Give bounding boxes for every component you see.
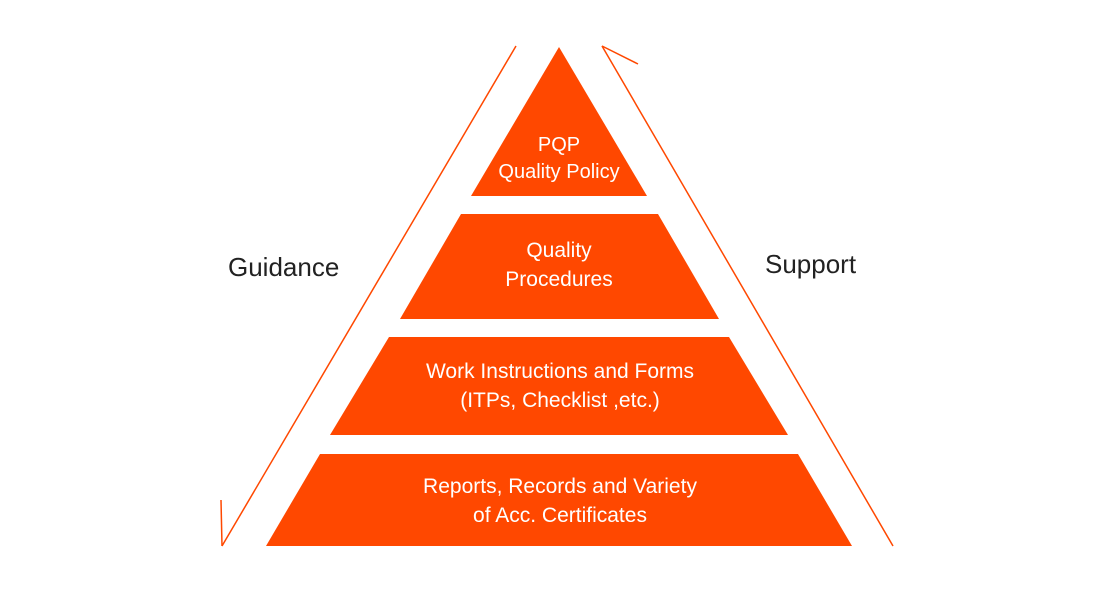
tier-4-shape xyxy=(266,454,852,546)
support-arrow xyxy=(601,45,894,547)
tier-2-line-1: Quality xyxy=(526,239,592,262)
tier-4-line-1: Reports, Records and Variety xyxy=(423,475,697,498)
support-label: Support xyxy=(765,249,857,279)
tier-2-text: Quality Procedures xyxy=(505,236,612,294)
guidance-arrow xyxy=(220,45,517,547)
tier-1-line-2: Quality Policy xyxy=(498,161,620,183)
tier-1-line-1: PQP xyxy=(537,134,581,156)
tier-3-line-1: Work Instructions and Forms xyxy=(425,360,695,383)
tier-2-line-2: Procedures xyxy=(505,268,613,291)
tier-1-shape xyxy=(471,47,647,196)
tier-3-shape xyxy=(330,337,788,435)
tier-1-text: PQP Quality Policy xyxy=(498,132,619,186)
tier-2-shape xyxy=(400,214,719,319)
tier-4-text: Reports, Records and Variety of Acc. Cer… xyxy=(423,472,697,530)
guidance-label: Guidance xyxy=(228,252,340,282)
tier-3-line-2: (ITPs, Checklist ,etc.) xyxy=(460,389,660,412)
tier-3-text: Work Instructions and Forms (ITPs, Check… xyxy=(426,357,694,415)
tier-4-line-2: of Acc. Certificates xyxy=(473,504,647,527)
